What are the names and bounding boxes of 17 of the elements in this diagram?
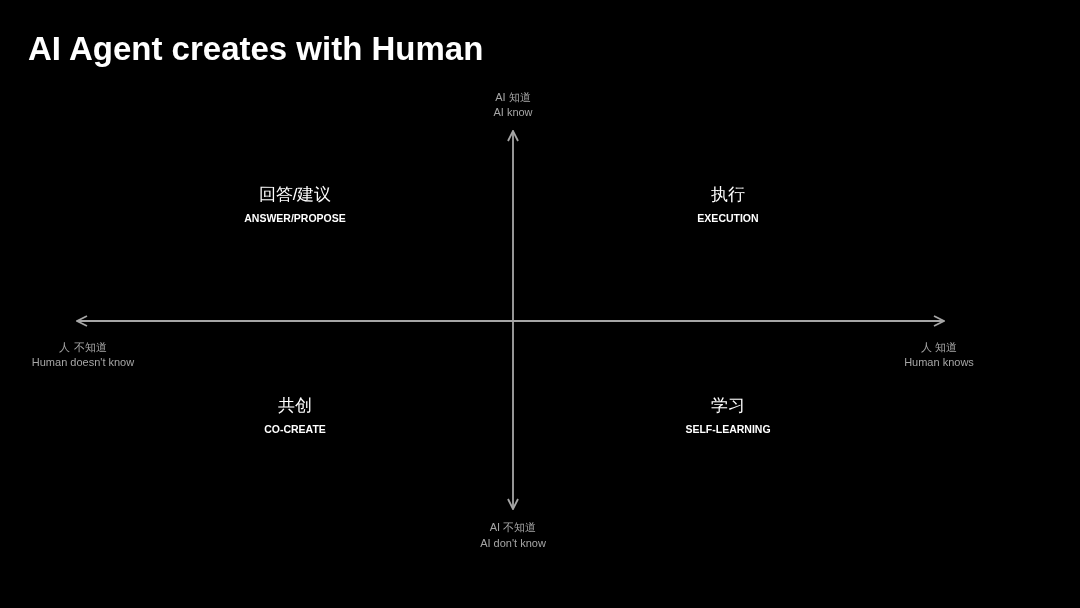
axis-label: AI don't know xyxy=(480,536,546,550)
axis-label: 人 知道 xyxy=(920,340,958,354)
quadrant-subtitle: SELF-LEARNING xyxy=(685,422,771,436)
quadrant-title: 共创 xyxy=(278,396,312,416)
quadrant-subtitle: CO-CREATE xyxy=(264,422,326,436)
quadrant-subtitle: EXECUTION xyxy=(697,211,759,225)
axis-label: Human doesn't know xyxy=(31,355,135,369)
quadrant-title: 回答/建议 xyxy=(258,185,332,205)
quadrant-title: 学习 xyxy=(711,396,745,416)
axis-label: Human knows xyxy=(904,355,974,369)
axis-label: AI know xyxy=(493,105,533,119)
slide-title: AI Agent creates with Human xyxy=(28,30,484,68)
axis-label: AI 知道 xyxy=(495,90,531,104)
quadrant-subtitle: ANSWER/PROPOSE xyxy=(244,211,346,225)
axis-label: 人 不知道 xyxy=(59,340,107,354)
axis-label: AI 不知道 xyxy=(489,520,537,534)
quadrant-title: 执行 xyxy=(711,185,745,205)
